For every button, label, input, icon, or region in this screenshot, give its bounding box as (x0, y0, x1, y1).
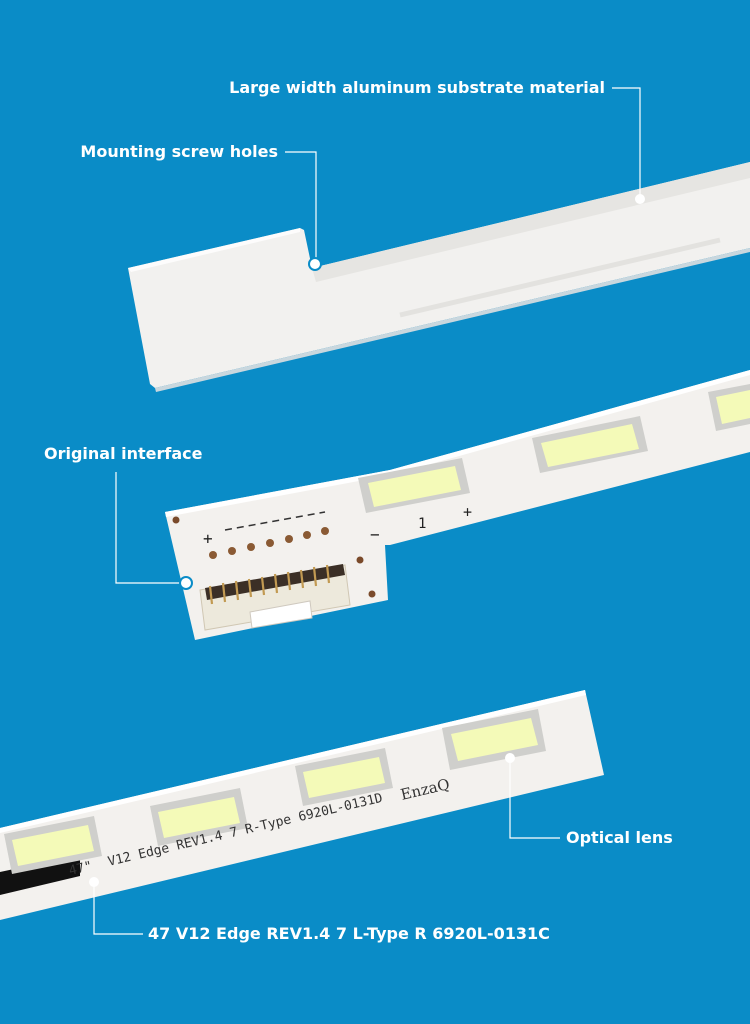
connector-socket (199, 564, 351, 631)
pcb-plus-top: + (203, 529, 213, 548)
leader-substrate (612, 87, 641, 198)
anchor-dot-substrate (635, 194, 645, 204)
strip-end-cable (0, 855, 80, 895)
callout-screw-holes: Mounting screw holes (80, 142, 278, 161)
anchor-dot-screw-hole (308, 257, 322, 271)
pcb-mount-hole (172, 516, 180, 524)
model-marked-led-strip (0, 690, 604, 920)
interface-led-strip (165, 370, 750, 640)
pcb-mount-hole (368, 590, 376, 598)
led-chip (150, 788, 248, 846)
led-chip (442, 709, 546, 770)
callout-model: 47 V12 Edge REV1.4 7 L-Type R 6920L-0131… (148, 924, 550, 943)
aluminum-substrate-strip (128, 162, 750, 392)
led-chip (532, 416, 648, 473)
leader-model (93, 882, 143, 935)
pcb-label-one: 1 (418, 516, 426, 532)
leader-screw-holes (285, 151, 317, 262)
callout-lens: Optical lens (566, 828, 673, 847)
pcb-solder-pads (209, 527, 329, 559)
anchor-dot-lens (505, 753, 515, 763)
pcb-mount-hole (356, 556, 364, 564)
callout-substrate: Large width aluminum substrate material (229, 78, 605, 97)
pcb-size-text: 47" (67, 859, 93, 879)
anchor-dot-model (89, 877, 99, 887)
leader-lens (509, 758, 560, 839)
pcb-plus-right: + (463, 503, 472, 521)
callout-leaders (93, 87, 641, 935)
led-chip (295, 748, 393, 806)
pcb-minus-left: − (370, 525, 380, 544)
callout-interface: Original interface (44, 444, 203, 463)
led-chip (708, 384, 750, 431)
led-chip (4, 816, 102, 874)
leader-interface (115, 472, 184, 584)
led-chip (358, 458, 470, 513)
callout-anchor-dots (89, 194, 645, 887)
anchor-dot-interface (179, 576, 193, 590)
